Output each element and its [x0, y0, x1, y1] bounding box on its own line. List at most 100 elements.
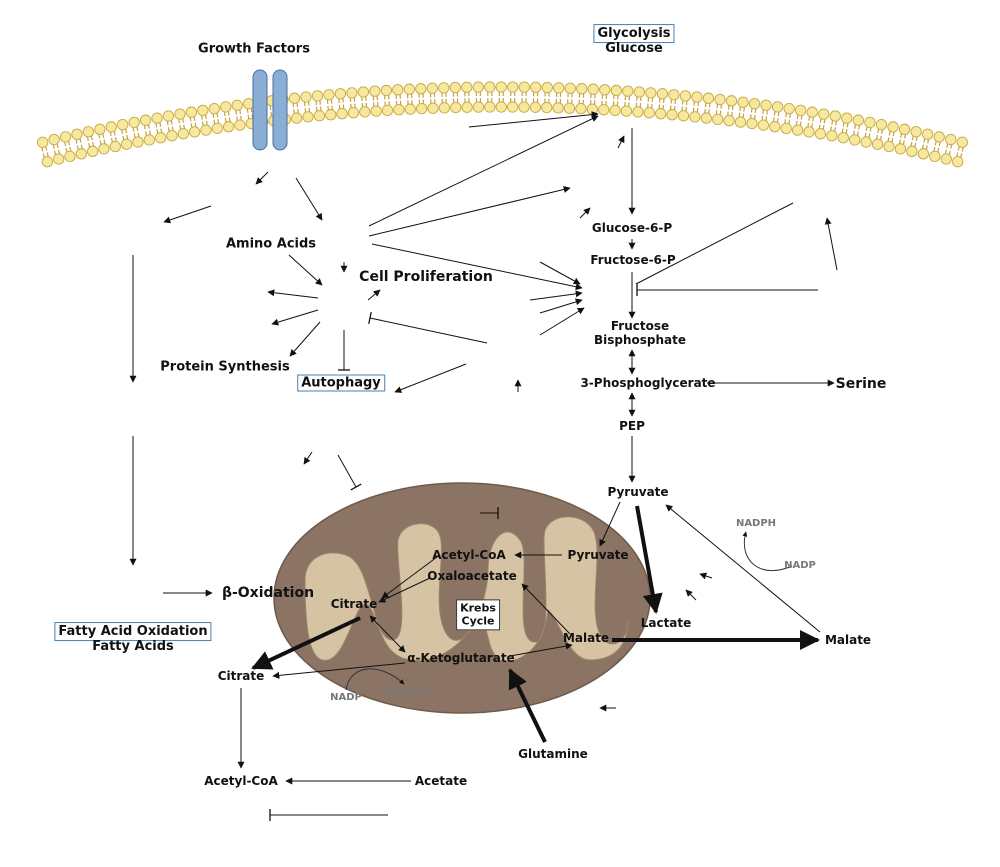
lipid-tail — [926, 145, 927, 149]
label-glycolysis-glucose: Glycolysis Glucose — [593, 27, 674, 57]
lipid-head — [326, 109, 336, 119]
lipid-head — [530, 102, 540, 112]
lipid-tail — [103, 134, 104, 138]
lipid-head — [865, 117, 875, 127]
lipid-tail — [248, 115, 249, 119]
lipid-head — [565, 83, 575, 93]
lipid-tail — [161, 129, 162, 133]
lipid-head — [587, 104, 597, 114]
lipid-tail — [935, 141, 936, 145]
lipid-head — [644, 108, 654, 118]
lipid-head — [957, 137, 967, 147]
label-acetyl-coa-mito: Acetyl-CoA — [432, 549, 506, 561]
lipid-tail — [184, 125, 185, 129]
label-malate-cytosol: Malate — [825, 634, 871, 646]
lipid-head — [508, 82, 518, 92]
lipid-tail — [858, 131, 859, 135]
lipid-head — [884, 141, 894, 151]
lipid-tail — [241, 116, 242, 120]
lipid-tail — [905, 135, 906, 139]
lipid-tail — [957, 153, 958, 157]
lipid-head — [155, 133, 165, 143]
lipid-head — [819, 109, 829, 119]
arrow-small-g6p — [580, 208, 590, 218]
arrow-small-glucose — [618, 136, 624, 148]
lipid-tail — [134, 134, 135, 138]
lipid-tail — [138, 133, 139, 137]
lipid-tail — [958, 147, 959, 151]
lipid-head — [337, 109, 347, 119]
lipid-tail — [774, 118, 775, 122]
label-autophagy: Autophagy — [297, 375, 385, 392]
lipid-tail — [160, 123, 161, 127]
lipid-tail — [110, 132, 111, 136]
label-citrate-cytosol: Citrate — [218, 670, 265, 682]
lipid-head — [888, 122, 898, 132]
lipid-tail — [949, 151, 950, 155]
lipid-head — [599, 105, 609, 115]
lipid-tail — [53, 145, 54, 149]
inhibit-mito — [338, 455, 356, 487]
lipid-tail — [762, 116, 763, 120]
lipid-head — [531, 82, 541, 92]
lipid-head — [462, 102, 472, 112]
lipid-tail — [900, 140, 901, 144]
lipid-tail — [206, 115, 207, 119]
label-amino-acids: Amino Acids — [226, 238, 316, 251]
lipid-tail — [774, 112, 775, 116]
label-acetate: Acetate — [415, 775, 467, 787]
lipid-head — [553, 103, 563, 113]
lipid-head — [749, 99, 759, 109]
lipid-tail — [901, 134, 902, 138]
lipid-head — [842, 113, 852, 123]
lipid-head — [633, 107, 643, 117]
lipid-tail — [112, 138, 113, 142]
lipid-tail — [951, 145, 952, 149]
lipid-tail — [146, 131, 147, 135]
label-acetyl-coa-cytosol: Acetyl-CoA — [204, 775, 278, 787]
lipid-tail — [751, 108, 752, 112]
lipid-head — [807, 107, 817, 117]
lipid-head — [934, 132, 944, 142]
lipid-tail — [870, 128, 871, 132]
pathway-arrows — [133, 114, 837, 821]
lipid-tail — [916, 137, 917, 141]
lipid-tail — [81, 145, 82, 149]
lipid-tail — [751, 114, 752, 118]
label-fatty-acid-oxidation: Fatty Acid Oxidation Fatty Acids — [54, 625, 211, 655]
lipid-tail — [855, 125, 856, 129]
label-serine: Serine — [836, 377, 887, 391]
lipid-head — [462, 82, 472, 92]
lipid-head — [223, 121, 233, 131]
lipid-tail — [59, 150, 60, 154]
lipid-head — [53, 154, 63, 164]
lipid-head — [784, 103, 794, 113]
lipid-head — [853, 115, 863, 125]
lipid-tail — [800, 122, 801, 126]
lipid-tail — [854, 131, 855, 135]
arrow-small-mito — [304, 452, 312, 464]
lipid-tail — [842, 129, 843, 133]
lipid-tail — [80, 139, 81, 143]
lipid-head — [49, 134, 59, 144]
label-nadph-mito: NADPH — [388, 687, 428, 697]
label-oxaloacetate: Oxaloacetate — [427, 570, 516, 582]
lipid-tail — [819, 125, 820, 129]
lipid-head — [761, 100, 771, 110]
lipid-head — [167, 131, 177, 141]
lipid-head — [232, 100, 242, 110]
lipid-head — [360, 107, 370, 117]
lipid-head — [405, 104, 415, 114]
label-fructose: Fructose — [611, 319, 669, 333]
lipid-tail — [194, 117, 195, 121]
lipid-tail — [214, 120, 215, 124]
lipid-tail — [847, 123, 848, 127]
lipid-tail — [55, 151, 56, 155]
lipid-tail — [889, 131, 890, 135]
lipid-tail — [846, 129, 847, 133]
lipid-tail — [877, 135, 878, 139]
lipid-tail — [865, 133, 866, 137]
lipid-head — [726, 96, 736, 106]
lipid-head — [600, 85, 610, 95]
lipid-tail — [755, 115, 756, 119]
